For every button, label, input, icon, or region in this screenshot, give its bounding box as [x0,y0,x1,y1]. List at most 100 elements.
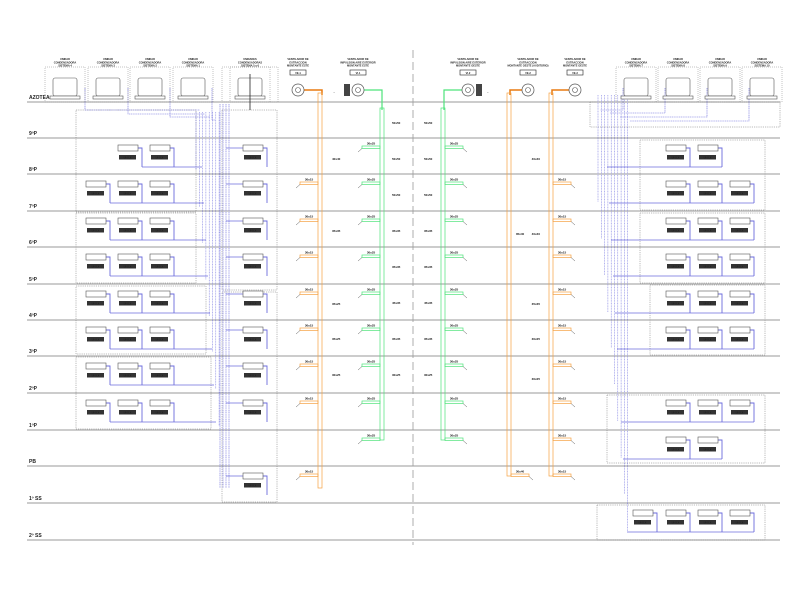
indoor-unit: UI-X.X [697,290,719,306]
condensing-unit-title: CONDENSADORA [54,60,77,64]
indoor-unit: UI-X.X [117,399,139,415]
duct-size-label: 50x50 [392,121,401,125]
duct-branch [361,254,381,258]
duct-branch [444,437,464,441]
duct-branch [552,400,572,404]
indoor-unit-body [85,180,107,188]
indoor-unit-tag-label: UI-X.X [156,302,164,306]
indoor-unit-body [729,180,751,188]
duct-size-label: 30x25 [367,215,376,219]
duct-size-label: 30x15 [305,288,314,292]
fan-title: EXTRACCION [289,60,306,64]
fan-tag-box [289,69,307,76]
duct-outlet [462,440,468,445]
duct-branch [299,473,319,477]
indoor-unit-body [117,180,139,188]
fan-housing-icon [568,83,582,97]
indoor-unit-tag-label: UI-X.X [704,229,712,233]
duct-branch [552,327,572,331]
indoor-unit-body [729,399,751,407]
indoor-unit-body [697,144,719,152]
indoor-unit: UI-X.X [665,144,687,160]
indoor-unit: UI-X.X [697,326,719,342]
indoor-unit-tag [151,228,168,233]
indoor-unit: UI-X.X [697,180,719,196]
duct-size-label: 30x15 [305,178,314,182]
floor-label: 9ºP [29,131,38,137]
duct-outlet [295,476,301,481]
duct-outlet [295,257,301,262]
duct-size-label: 30x15 [305,215,314,219]
indoor-unit-body [665,326,687,334]
indoor-unit-tag-label: UI-X.X [92,302,100,306]
fan-impeller-icon [295,87,301,93]
indoor-unit: UI-X.X [665,180,687,196]
duct-outlet [462,148,468,153]
indoor-unit-tag-label: UI-X.X [249,156,257,160]
indoor-unit: UI-X.X [729,509,751,525]
fan-housing-icon [351,83,365,97]
duct-branch [444,291,464,295]
condenser-body [95,77,121,97]
duct-size-label: 30x15 [558,288,567,292]
fan-housing-icon [291,83,305,97]
condensing-unit-title: CONDENSADORA [667,60,690,64]
indoor-unit-tag [119,410,136,415]
indoor-unit-tag [667,520,684,525]
indoor-unit-tag-label: UI-X.X [156,265,164,269]
indoor-unit: UI-X.X [729,326,751,342]
duct-outlet [295,221,301,226]
refrigerant-branch [653,512,658,532]
indoor-unit-tag [244,301,261,306]
refrigerant-branch [750,329,755,349]
refrigerant-branch [263,402,268,422]
refrigerant-branch [263,147,268,167]
indoor-unit-tag-label: UI-X.X [639,521,647,525]
indoor-unit-body [729,509,751,517]
duct-branch [444,400,464,404]
condensing-unit-title: SISTEMA 9 [713,64,727,68]
fan-title: VENTILADOR DE [564,57,585,61]
indoor-unit-body [149,362,171,370]
refrigerant-branch [106,402,111,422]
indoor-unit: UI-X.X [85,399,107,415]
condenser-base [620,95,652,100]
fan-tag: VI-1 [356,71,361,75]
indoor-unit-tag-label: UI-X.X [704,338,712,342]
unit-boundary [172,66,214,103]
fan-tag-box [566,69,584,76]
duct-branch [552,291,572,295]
refrigerant-branch [263,256,268,276]
duct-size-label: 45x35 [424,301,433,305]
system-boundary [75,212,197,284]
indoor-unit-tag [699,337,716,342]
duct-connection [443,89,462,110]
duct-size-label: 30x25 [367,142,376,146]
refrigerant-branch [718,183,723,203]
indoor-unit-body [242,472,264,480]
indoor-unit-body [85,253,107,261]
indoor-unit-tag [667,301,684,306]
duct-branch [552,181,572,185]
refrigerant-branch [750,220,755,240]
system-boundary [221,291,278,503]
indoor-unit-body [149,399,171,407]
duct-size-label: 30x25 [367,397,376,401]
indoor-unit: UI-X.X [85,217,107,233]
indoor-unit-body [729,217,751,225]
indoor-unit: UI-X.X [85,290,107,306]
indoor-unit: UI-X.X [665,253,687,269]
duct-size-label: 50x50 [392,157,401,161]
indoor-unit-body [665,509,687,517]
indoor-unit-tag [87,191,104,196]
indoor-unit-tag-label: UI-X.X [704,448,712,452]
indoor-unit-tag-label: UI-X.X [249,192,257,196]
indoor-unit: UI-X.X [665,217,687,233]
indoor-unit-tag-label: UI-X.X [704,521,712,525]
condenser-body [623,77,649,97]
duct-size-label: 30x15 [558,178,567,182]
duct-size-label: 50x50 [392,193,401,197]
refrigerant-branch [138,256,143,276]
